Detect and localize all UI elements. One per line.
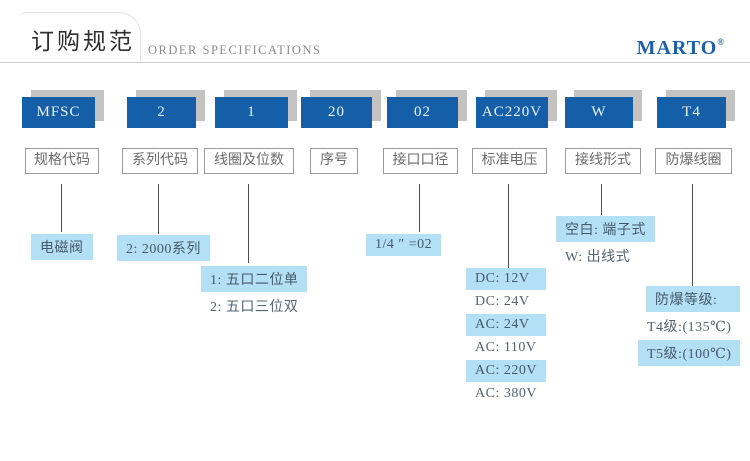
annotation-item: AC: 220V <box>466 360 546 382</box>
label-box-coil: 线圈及位数 <box>204 148 294 174</box>
label-box-exproof: 防爆线圈 <box>655 148 732 174</box>
label-box-spec: 规格代码 <box>25 148 99 174</box>
registered-trademark-symbol: ® <box>717 37 725 47</box>
code-box-exproof: T4 <box>657 97 726 128</box>
connector-line-coil <box>248 184 249 263</box>
annotation-item: DC: 12V <box>466 268 546 290</box>
annotation-group-wiring: 空白: 端子式 W: 出线式 <box>556 216 655 270</box>
annotation-item: 电磁阀 <box>31 234 93 260</box>
code-box-wiring: W <box>565 97 633 128</box>
page-title: 订购规范 <box>31 29 135 54</box>
annotation-item: 空白: 端子式 <box>556 216 655 242</box>
label-box-port: 接口口径 <box>383 148 458 174</box>
annotation-item: T5级:(100℃) <box>638 340 741 366</box>
annotation-item: 2: 2000系列 <box>117 235 210 261</box>
connector-line-voltage <box>508 184 509 268</box>
annotation-item: AC: 110V <box>475 340 537 355</box>
annotation-item: AC: 24V <box>466 314 546 336</box>
annotation-group-coil: 1: 五口二位单 2: 五口三位双 <box>201 266 308 320</box>
annotation-group-voltage: DC: 12V DC: 24V AC: 24V AC: 110V AC: 220… <box>466 268 546 406</box>
page-subtitle: ORDER SPECIFICATIONS <box>148 43 322 57</box>
title-outline-decoration <box>18 12 141 63</box>
connector-line-wiring <box>601 184 602 215</box>
annotation-item: 1/4 ″ =02 <box>366 234 442 256</box>
code-box-spec: MFSC <box>22 97 95 128</box>
label-box-series: 系列代码 <box>122 148 198 174</box>
annotation-item: DC: 24V <box>475 294 530 309</box>
connector-line-port <box>419 184 420 232</box>
code-box-series: 2 <box>127 97 196 128</box>
code-box-serial: 20 <box>301 97 372 128</box>
connector-line-exproof <box>692 184 693 286</box>
label-box-voltage: 标准电压 <box>472 148 547 174</box>
annotation-group-port: 1/4 ″ =02 <box>366 234 442 257</box>
annotation-group-exproof: 防爆等级: T4级:(135℃) T5级:(100℃) <box>638 286 741 367</box>
connector-line-spec <box>61 184 62 232</box>
annotation-group-spec: 电磁阀 <box>31 234 93 261</box>
annotation-item: 1: 五口二位单 <box>201 266 308 292</box>
label-box-wiring: 接线形式 <box>565 148 641 174</box>
code-box-coil: 1 <box>215 97 288 128</box>
annotation-item: 防爆等级: <box>646 286 741 312</box>
label-box-serial: 序号 <box>310 148 358 174</box>
annotation-item: W: 出线式 <box>565 250 631 265</box>
annotation-item: T4级:(135℃) <box>647 320 732 335</box>
brand-logo: MARTO® <box>620 37 725 60</box>
brand-name: MARTO <box>636 37 718 59</box>
annotation-group-series: 2: 2000系列 <box>117 235 210 262</box>
code-box-port: 02 <box>387 97 458 128</box>
connector-line-series <box>158 184 159 234</box>
header-divider <box>0 62 750 63</box>
code-box-voltage: AC220V <box>476 97 548 128</box>
annotation-item: 2: 五口三位双 <box>210 300 299 315</box>
annotation-item: AC: 380V <box>475 386 537 401</box>
